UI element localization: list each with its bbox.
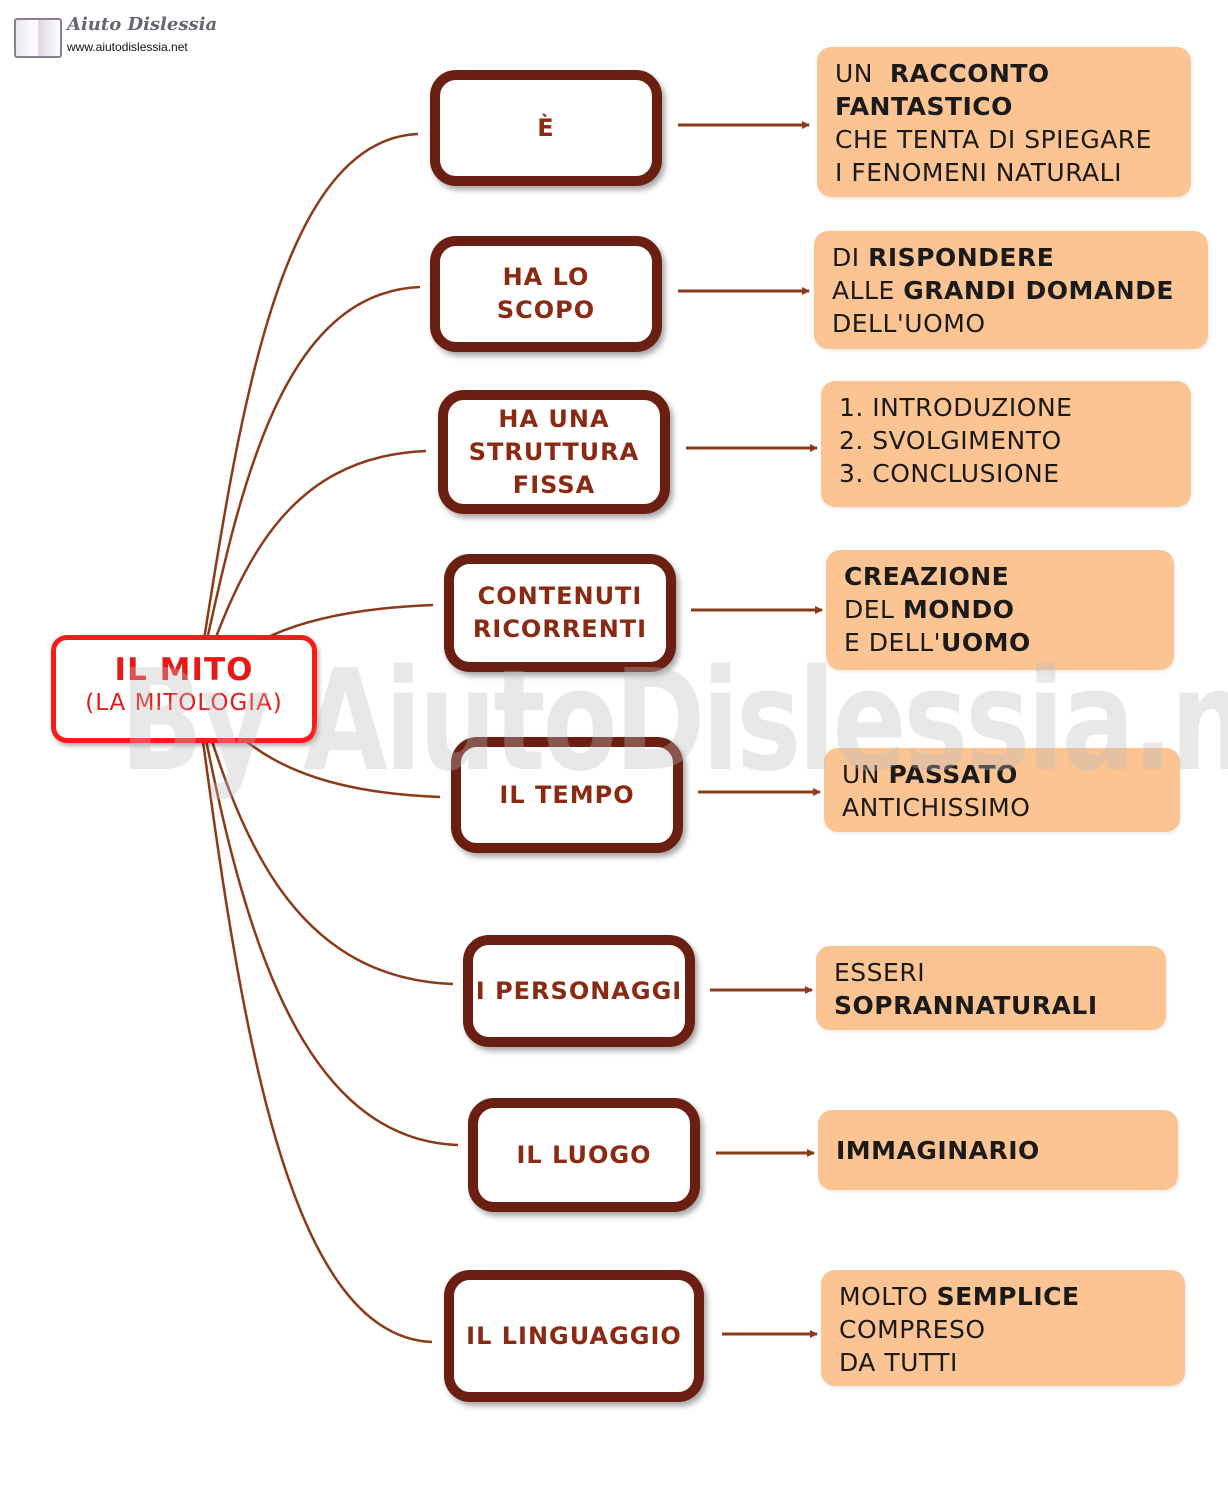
detail-keyword: PASSATO <box>888 760 1018 789</box>
branch-node: IL LINGUAGGIO <box>444 1270 704 1402</box>
detail-keyword: CREAZIONE <box>844 562 1010 591</box>
detail-line: UN RACCONTO <box>835 57 1173 90</box>
central-concept: IL MITO (LA MITOLOGIA) <box>51 635 317 743</box>
detail-text: E DELL' <box>844 628 942 657</box>
branch-connector <box>194 689 433 1344</box>
detail-text: DI <box>832 243 869 272</box>
detail-keyword: FANTASTICO <box>835 92 1013 121</box>
detail-keyword: GRANDI DOMANDE <box>903 276 1174 305</box>
detail-keyword: RISPONDERE <box>868 243 1055 272</box>
detail-line: 3. CONCLUSIONE <box>839 457 1173 490</box>
detail-line: COMPRESO <box>839 1313 1167 1346</box>
site-logo[interactable]: Aiuto Dislessia www.aiutodislessia.net <box>12 12 217 60</box>
detail-text: I FENOMENI NATURALI <box>835 158 1122 187</box>
detail-text: ESSERI <box>834 958 926 987</box>
logo-url[interactable]: www.aiutodislessia.net <box>67 40 188 54</box>
detail-line: 1. INTRODUZIONE <box>839 391 1173 424</box>
detail-text: DELL'UOMO <box>832 309 986 338</box>
branch-node: HA LO SCOPO <box>430 236 662 352</box>
detail-line: IMMAGINARIO <box>836 1134 1040 1167</box>
detail-text: UN <box>835 59 890 88</box>
detail-line: SOPRANNATURALI <box>834 989 1148 1022</box>
detail-line: FANTASTICO <box>835 90 1173 123</box>
branch-detail: 1. INTRODUZIONE 2. SVOLGIMENTO 3. CONCLUSI… <box>821 381 1191 507</box>
detail-text: CHE TENTA DI SPIEGARE <box>835 125 1152 154</box>
detail-text: DEL <box>844 595 903 624</box>
branch-detail: ESSERI SOPRANNATURALI <box>816 946 1166 1030</box>
detail-keyword: RACCONTO <box>889 59 1050 88</box>
branch-detail: IMMAGINARIO <box>818 1110 1178 1190</box>
detail-line: MOLTO SEMPLICE <box>839 1280 1167 1313</box>
branch-node: IL LUOGO <box>468 1098 700 1212</box>
detail-line: CREAZIONE <box>844 560 1156 593</box>
detail-line: 2. SVOLGIMENTO <box>839 424 1173 457</box>
branch-connector <box>194 132 419 691</box>
branch-connector <box>194 285 421 691</box>
book-icon <box>14 18 62 58</box>
detail-line: ANTICHISSIMO <box>842 791 1162 824</box>
detail-line: ALLE GRANDI DOMANDE <box>832 274 1190 307</box>
branch-node: CONTENUTI RICORRENTI <box>444 554 676 672</box>
detail-line: ESSERI <box>834 956 1148 989</box>
branch-node: HA UNA STRUTTURA FISSA <box>438 390 670 514</box>
detail-line: DELL'UOMO <box>832 307 1190 340</box>
detail-line: I FENOMENI NATURALI <box>835 156 1173 189</box>
detail-line: DEL MONDO <box>844 593 1156 626</box>
detail-line: DA TUTTI <box>839 1346 1167 1379</box>
detail-line: E DELL'UOMO <box>844 626 1156 659</box>
detail-keyword: SEMPLICE <box>936 1282 1080 1311</box>
central-concept-subtitle: (LA MITOLOGIA) <box>85 690 283 716</box>
detail-text: ANTICHISSIMO <box>842 793 1031 822</box>
detail-keyword: IMMAGINARIO <box>836 1135 1040 1165</box>
detail-text: UN <box>842 760 889 789</box>
branch-connector <box>194 689 459 1147</box>
detail-line: CHE TENTA DI SPIEGARE <box>835 123 1173 156</box>
detail-keyword: SOPRANNATURALI <box>834 991 1098 1020</box>
detail-text: COMPRESO <box>839 1315 986 1344</box>
detail-line: UN PASSATO <box>842 758 1162 791</box>
detail-text: MOLTO <box>839 1282 937 1311</box>
branch-node: I PERSONAGGI <box>463 935 695 1047</box>
detail-text: ALLE <box>832 276 904 305</box>
branch-node: È <box>430 70 662 186</box>
detail-text: 2. SVOLGIMENTO <box>839 426 1062 455</box>
detail-line: DI RISPONDERE <box>832 241 1190 274</box>
detail-text: DA TUTTI <box>839 1348 958 1377</box>
detail-text: 3. CONCLUSIONE <box>839 459 1060 488</box>
detail-keyword: MONDO <box>902 595 1015 624</box>
detail-keyword: UOMO <box>941 628 1031 657</box>
logo-title: Aiuto Dislessia <box>67 14 218 35</box>
branch-connector <box>194 689 454 986</box>
branch-node: IL TEMPO <box>451 737 683 853</box>
central-concept-title: IL MITO <box>114 652 254 688</box>
detail-text: 1. INTRODUZIONE <box>839 393 1073 422</box>
